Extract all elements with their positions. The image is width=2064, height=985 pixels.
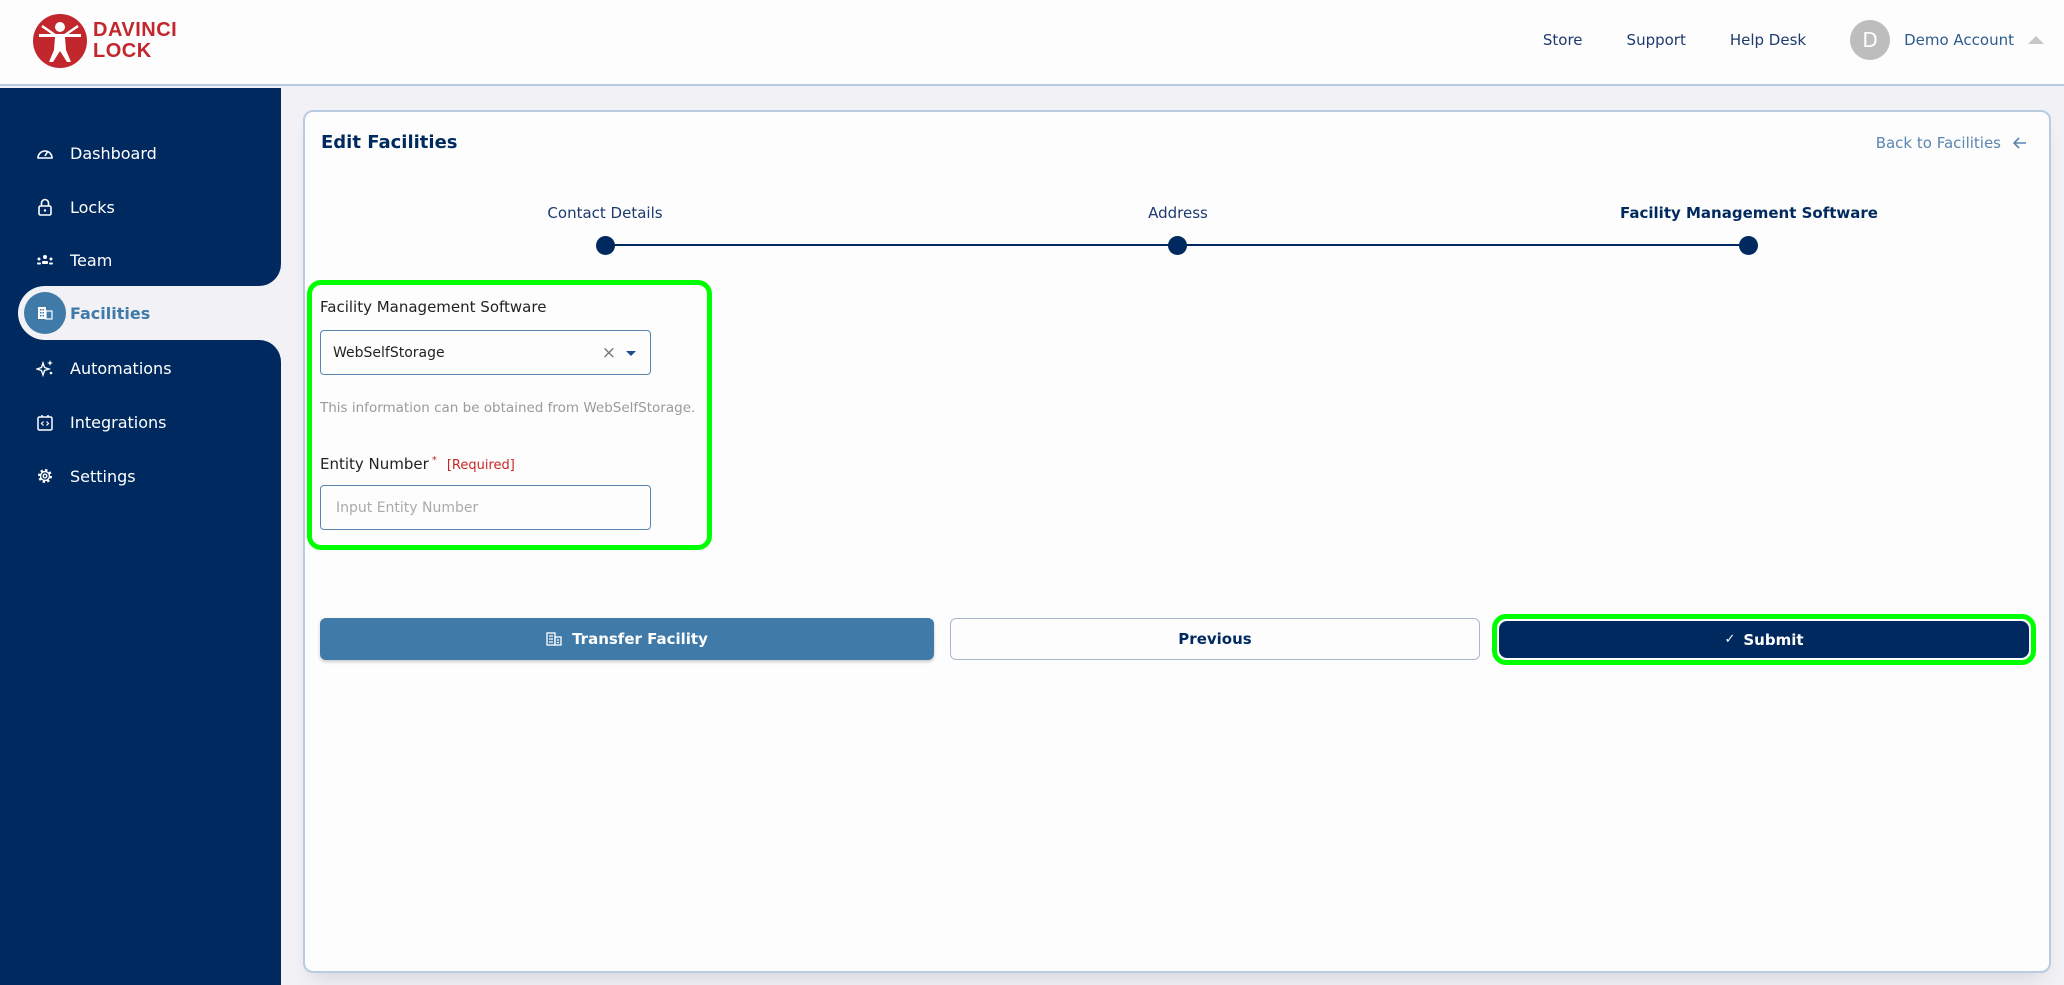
sidebar-item-team[interactable]: Team — [0, 240, 281, 280]
entity-number-label-text: Entity Number — [320, 455, 429, 473]
sidebar-item-label: Facilities — [70, 303, 151, 323]
building-icon — [546, 632, 562, 646]
submit-button[interactable]: ✓ Submit — [1499, 621, 2029, 658]
page-title: Edit Facilities — [321, 132, 458, 153]
sidebar — [0, 88, 281, 985]
sidebar-item-facilities[interactable]: Facilities — [0, 292, 281, 334]
required-tag: [Required] — [446, 458, 515, 473]
previous-label: Previous — [1178, 630, 1252, 648]
step-dot-facility-software[interactable] — [1739, 236, 1758, 255]
integration-icon — [34, 411, 56, 433]
entity-number-label: Entity Number* [Required] — [320, 455, 515, 473]
chevron-down-icon[interactable] — [626, 351, 636, 356]
sidebar-item-locks[interactable]: Locks — [0, 187, 281, 227]
software-label: Facility Management Software — [320, 298, 547, 316]
sidebar-item-dashboard[interactable]: Dashboard — [0, 133, 281, 173]
edit-facilities-card: Edit Facilities Back to Facilities Conta… — [303, 110, 2051, 973]
step-dot-address[interactable] — [1168, 236, 1187, 255]
team-icon — [34, 249, 56, 271]
sparkles-icon — [34, 357, 56, 379]
sidebar-item-automations[interactable]: Automations — [0, 348, 281, 388]
store-link[interactable]: Store — [1542, 31, 1583, 49]
brand-line2: LOCK — [93, 40, 152, 62]
sidebar-item-settings[interactable]: Settings — [0, 456, 281, 496]
previous-button[interactable]: Previous — [950, 618, 1480, 660]
back-to-facilities-link[interactable]: Back to Facilities — [1876, 134, 2027, 152]
sidebar-corner-bottom — [241, 340, 281, 380]
software-select-value: WebSelfStorage — [333, 344, 445, 361]
clear-icon[interactable]: × — [601, 343, 616, 363]
required-star: * — [431, 455, 437, 466]
entity-number-input[interactable] — [320, 485, 651, 530]
step-label-address[interactable]: Address — [1148, 204, 1208, 222]
gauge-icon — [34, 142, 56, 164]
building-icon — [24, 292, 66, 334]
avatar[interactable]: D — [1850, 20, 1891, 60]
gear-icon — [34, 465, 56, 487]
submit-label: Submit — [1743, 630, 1804, 649]
sidebar-item-integrations[interactable]: Integrations — [0, 402, 281, 442]
top-header: DAVINCI LOCK Store Support Help Desk D D… — [0, 0, 2064, 86]
caret-up-icon[interactable] — [2028, 36, 2044, 44]
arrow-left-icon — [2013, 137, 2026, 149]
step-label-contact-details[interactable]: Contact Details — [547, 204, 663, 222]
sidebar-corner-top — [241, 246, 281, 286]
brand-line1: DAVINCI — [93, 19, 178, 41]
software-helper-text: This information can be obtained from We… — [320, 400, 696, 416]
sidebar-item-label: Settings — [70, 466, 136, 486]
sidebar-item-label: Dashboard — [70, 143, 157, 163]
back-link-label: Back to Facilities — [1875, 134, 2001, 152]
step-dot-contact-details[interactable] — [596, 236, 615, 255]
step-label-facility-software[interactable]: Facility Management Software — [1620, 204, 1878, 222]
account-menu[interactable]: D Demo Account — [1850, 20, 2044, 60]
sidebar-item-label: Team — [70, 250, 113, 270]
davinci-lock-logo[interactable]: DAVINCI LOCK — [33, 14, 177, 68]
help-desk-link[interactable]: Help Desk — [1729, 31, 1807, 49]
support-link[interactable]: Support — [1626, 31, 1686, 49]
check-icon: ✓ — [1724, 632, 1736, 647]
sidebar-item-label: Locks — [70, 197, 115, 217]
transfer-facility-button[interactable]: Transfer Facility — [320, 618, 934, 660]
transfer-facility-label: Transfer Facility — [572, 630, 708, 648]
sidebar-item-label: Integrations — [70, 412, 167, 432]
lock-icon — [34, 196, 56, 218]
highlight-form-region — [307, 280, 712, 550]
top-nav: Store Support Help Desk D Demo Account — [1543, 0, 2044, 80]
account-name[interactable]: Demo Account — [1904, 31, 2014, 49]
vitruvian-man-icon — [33, 14, 87, 68]
software-select[interactable]: WebSelfStorage × — [320, 330, 651, 375]
sidebar-item-label: Automations — [70, 358, 172, 378]
highlight-submit — [1492, 614, 2036, 665]
